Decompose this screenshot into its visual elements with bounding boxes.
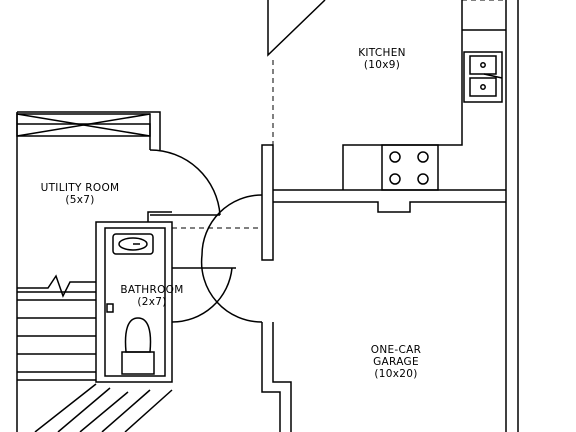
utility-door-arc <box>149 149 221 216</box>
burner-1 <box>389 151 401 163</box>
door-jamb-upper <box>261 144 274 261</box>
garage-size: (10x20) <box>374 368 418 380</box>
garage-west-wall-outer <box>261 322 281 432</box>
garage-door-arc <box>200 194 263 323</box>
burner-2 <box>417 151 429 163</box>
toilet-bowl <box>124 317 152 353</box>
sink-basin-1 <box>469 55 497 75</box>
drain-2 <box>480 84 486 90</box>
wall-fixture <box>106 303 114 313</box>
bathroom-outer <box>95 221 173 383</box>
bath-sink <box>112 233 154 255</box>
sink-basin-2 <box>469 77 497 97</box>
kitchen-name: KITCHEN <box>358 47 406 59</box>
drain-1 <box>480 62 486 68</box>
burner-4 <box>417 173 429 185</box>
kitchen-garage-wall-bottom <box>273 201 506 213</box>
break-line <box>17 274 96 298</box>
sink <box>463 51 503 103</box>
stove <box>381 144 439 191</box>
bathroom-name: BATHROOM <box>120 284 184 296</box>
faucet <box>483 73 503 79</box>
burner-3 <box>389 173 401 185</box>
garage-label: ONE-CAR GARAGE (10x20) <box>371 344 421 380</box>
utility-room-label: UTILITY ROOM (5x7) <box>41 182 120 206</box>
utility-room-name: UTILITY ROOM <box>40 182 120 194</box>
bathroom-inner <box>104 227 166 377</box>
kitchen-diagonal <box>267 0 326 57</box>
bathroom-size: (2x7) <box>137 296 167 308</box>
utility-top-wall-outer <box>17 111 161 150</box>
bathroom-label: BATHROOM (2x7) <box>120 284 183 308</box>
toilet-tank <box>121 351 155 375</box>
kitchen-size: (10x9) <box>363 59 401 71</box>
garage-name: ONE-CAR <box>370 344 422 356</box>
utility-room-size: (5x7) <box>65 194 95 206</box>
garage-west-wall-inner <box>272 322 292 432</box>
bath-door-arc <box>171 267 233 323</box>
stairs <box>17 291 173 432</box>
utility-top-wall-inner <box>17 123 151 150</box>
kitchen-label: KITCHEN (10x9) <box>358 47 406 71</box>
garage-name-2: GARAGE <box>373 356 419 368</box>
